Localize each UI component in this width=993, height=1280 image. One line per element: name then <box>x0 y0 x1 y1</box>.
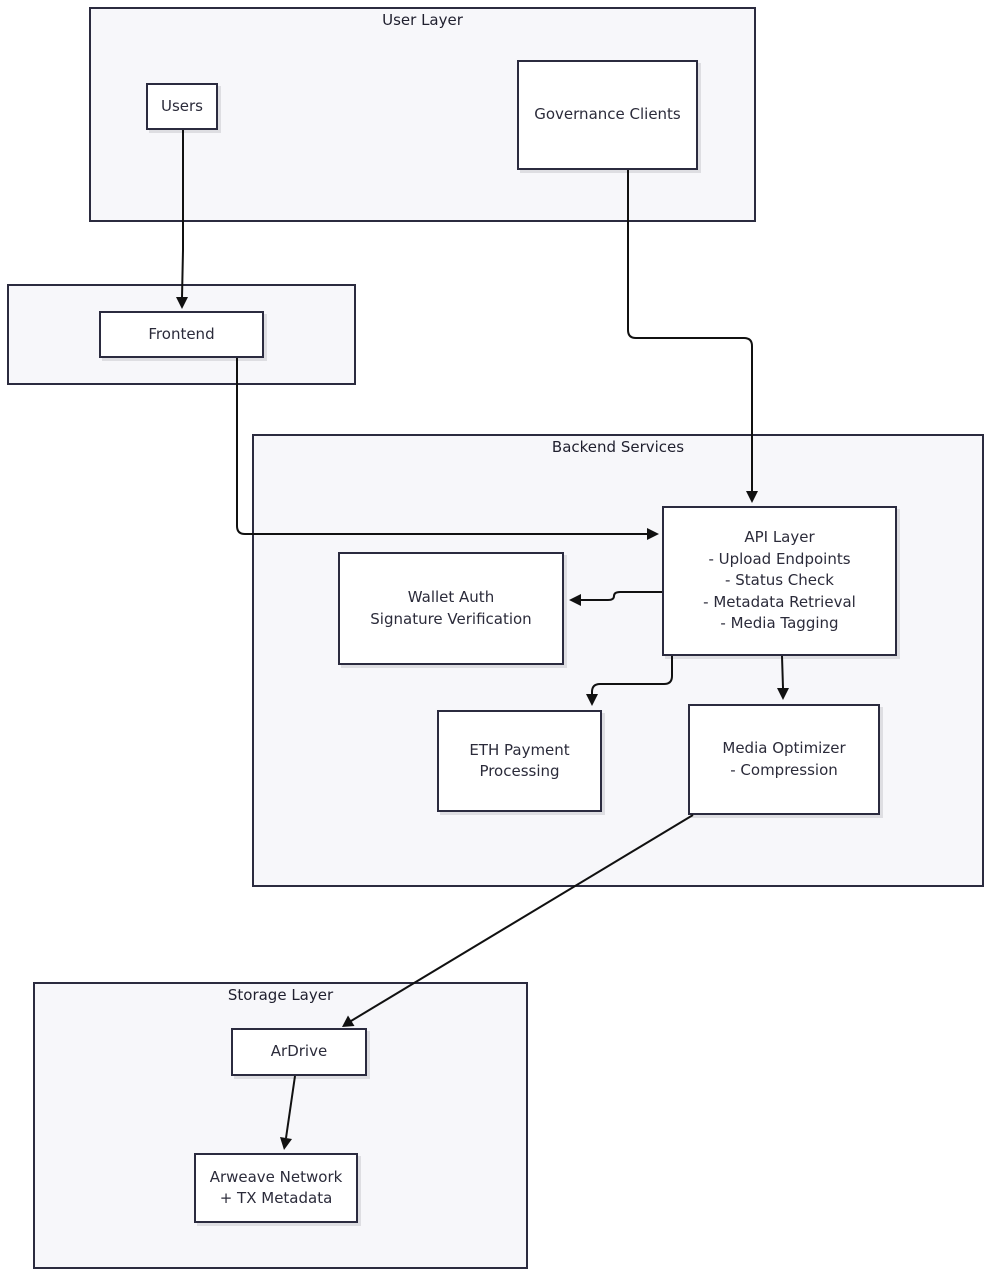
node-media-optimizer-line: Media Optimizer <box>722 739 846 757</box>
node-eth-payment[interactable]: ETH Payment Processing <box>437 710 602 812</box>
edge-api-eth <box>591 656 673 695</box>
cluster-title-storage-layer: Storage Layer <box>227 986 334 1004</box>
arrowhead <box>569 594 581 606</box>
edge-users-frontend <box>181 130 184 299</box>
node-wallet-auth[interactable]: Wallet Auth Signature Verification <box>338 552 564 665</box>
edge-governance-api <box>627 170 753 492</box>
node-media-optimizer-line: - Compression <box>730 760 838 779</box>
node-wallet-auth-line: Wallet Auth <box>407 588 495 606</box>
edge-frontend-api <box>236 358 647 535</box>
node-api-layer-line: - Upload Endpoints <box>708 549 851 568</box>
arrowhead <box>176 297 188 309</box>
node-eth-payment-line: Processing <box>479 762 560 780</box>
node-governance-clients-label: Governance Clients <box>534 105 681 124</box>
edge-ardrive-arweave <box>285 1075 296 1139</box>
node-users-label: Users <box>160 96 203 115</box>
node-arweave-network-line: + TX Metadata <box>219 1189 333 1207</box>
arrowhead <box>746 491 758 503</box>
node-arweave-network-line: Arweave Network <box>209 1167 343 1186</box>
node-api-layer-line: - Metadata Retrieval <box>703 592 856 611</box>
edge-api-wallet <box>581 591 662 601</box>
arrowhead <box>280 1137 292 1150</box>
cluster-title-user-layer: User Layer <box>382 11 463 29</box>
edge-api-media <box>781 655 784 689</box>
node-api-layer-line: - Status Check <box>725 571 834 590</box>
node-api-layer[interactable]: API Layer - Upload Endpoints - Status Ch… <box>662 506 897 656</box>
node-frontend[interactable]: Frontend <box>99 311 264 358</box>
arrowhead <box>777 688 789 700</box>
node-eth-payment-line: ETH Payment <box>469 740 570 759</box>
node-wallet-auth-line: Signature Verification <box>370 609 532 628</box>
node-ardrive-label: ArDrive <box>270 1042 328 1061</box>
node-frontend-label: Frontend <box>148 324 215 343</box>
edge-media-ardrive <box>350 814 694 1022</box>
arrowhead <box>342 1015 355 1027</box>
cluster-frontend-group <box>7 284 356 385</box>
cluster-title-backend-services: Backend Services <box>551 438 685 456</box>
node-api-layer-line: API Layer <box>744 528 815 547</box>
node-api-layer-line: - Media Tagging <box>720 614 839 633</box>
node-users[interactable]: Users <box>146 83 218 130</box>
node-governance-clients[interactable]: Governance Clients <box>517 60 698 170</box>
arrowhead <box>647 528 659 540</box>
node-media-optimizer[interactable]: Media Optimizer - Compression <box>688 704 880 815</box>
node-arweave-network[interactable]: Arweave Network + TX Metadata <box>194 1153 358 1223</box>
node-ardrive[interactable]: ArDrive <box>231 1028 367 1076</box>
arrowhead <box>586 694 598 706</box>
